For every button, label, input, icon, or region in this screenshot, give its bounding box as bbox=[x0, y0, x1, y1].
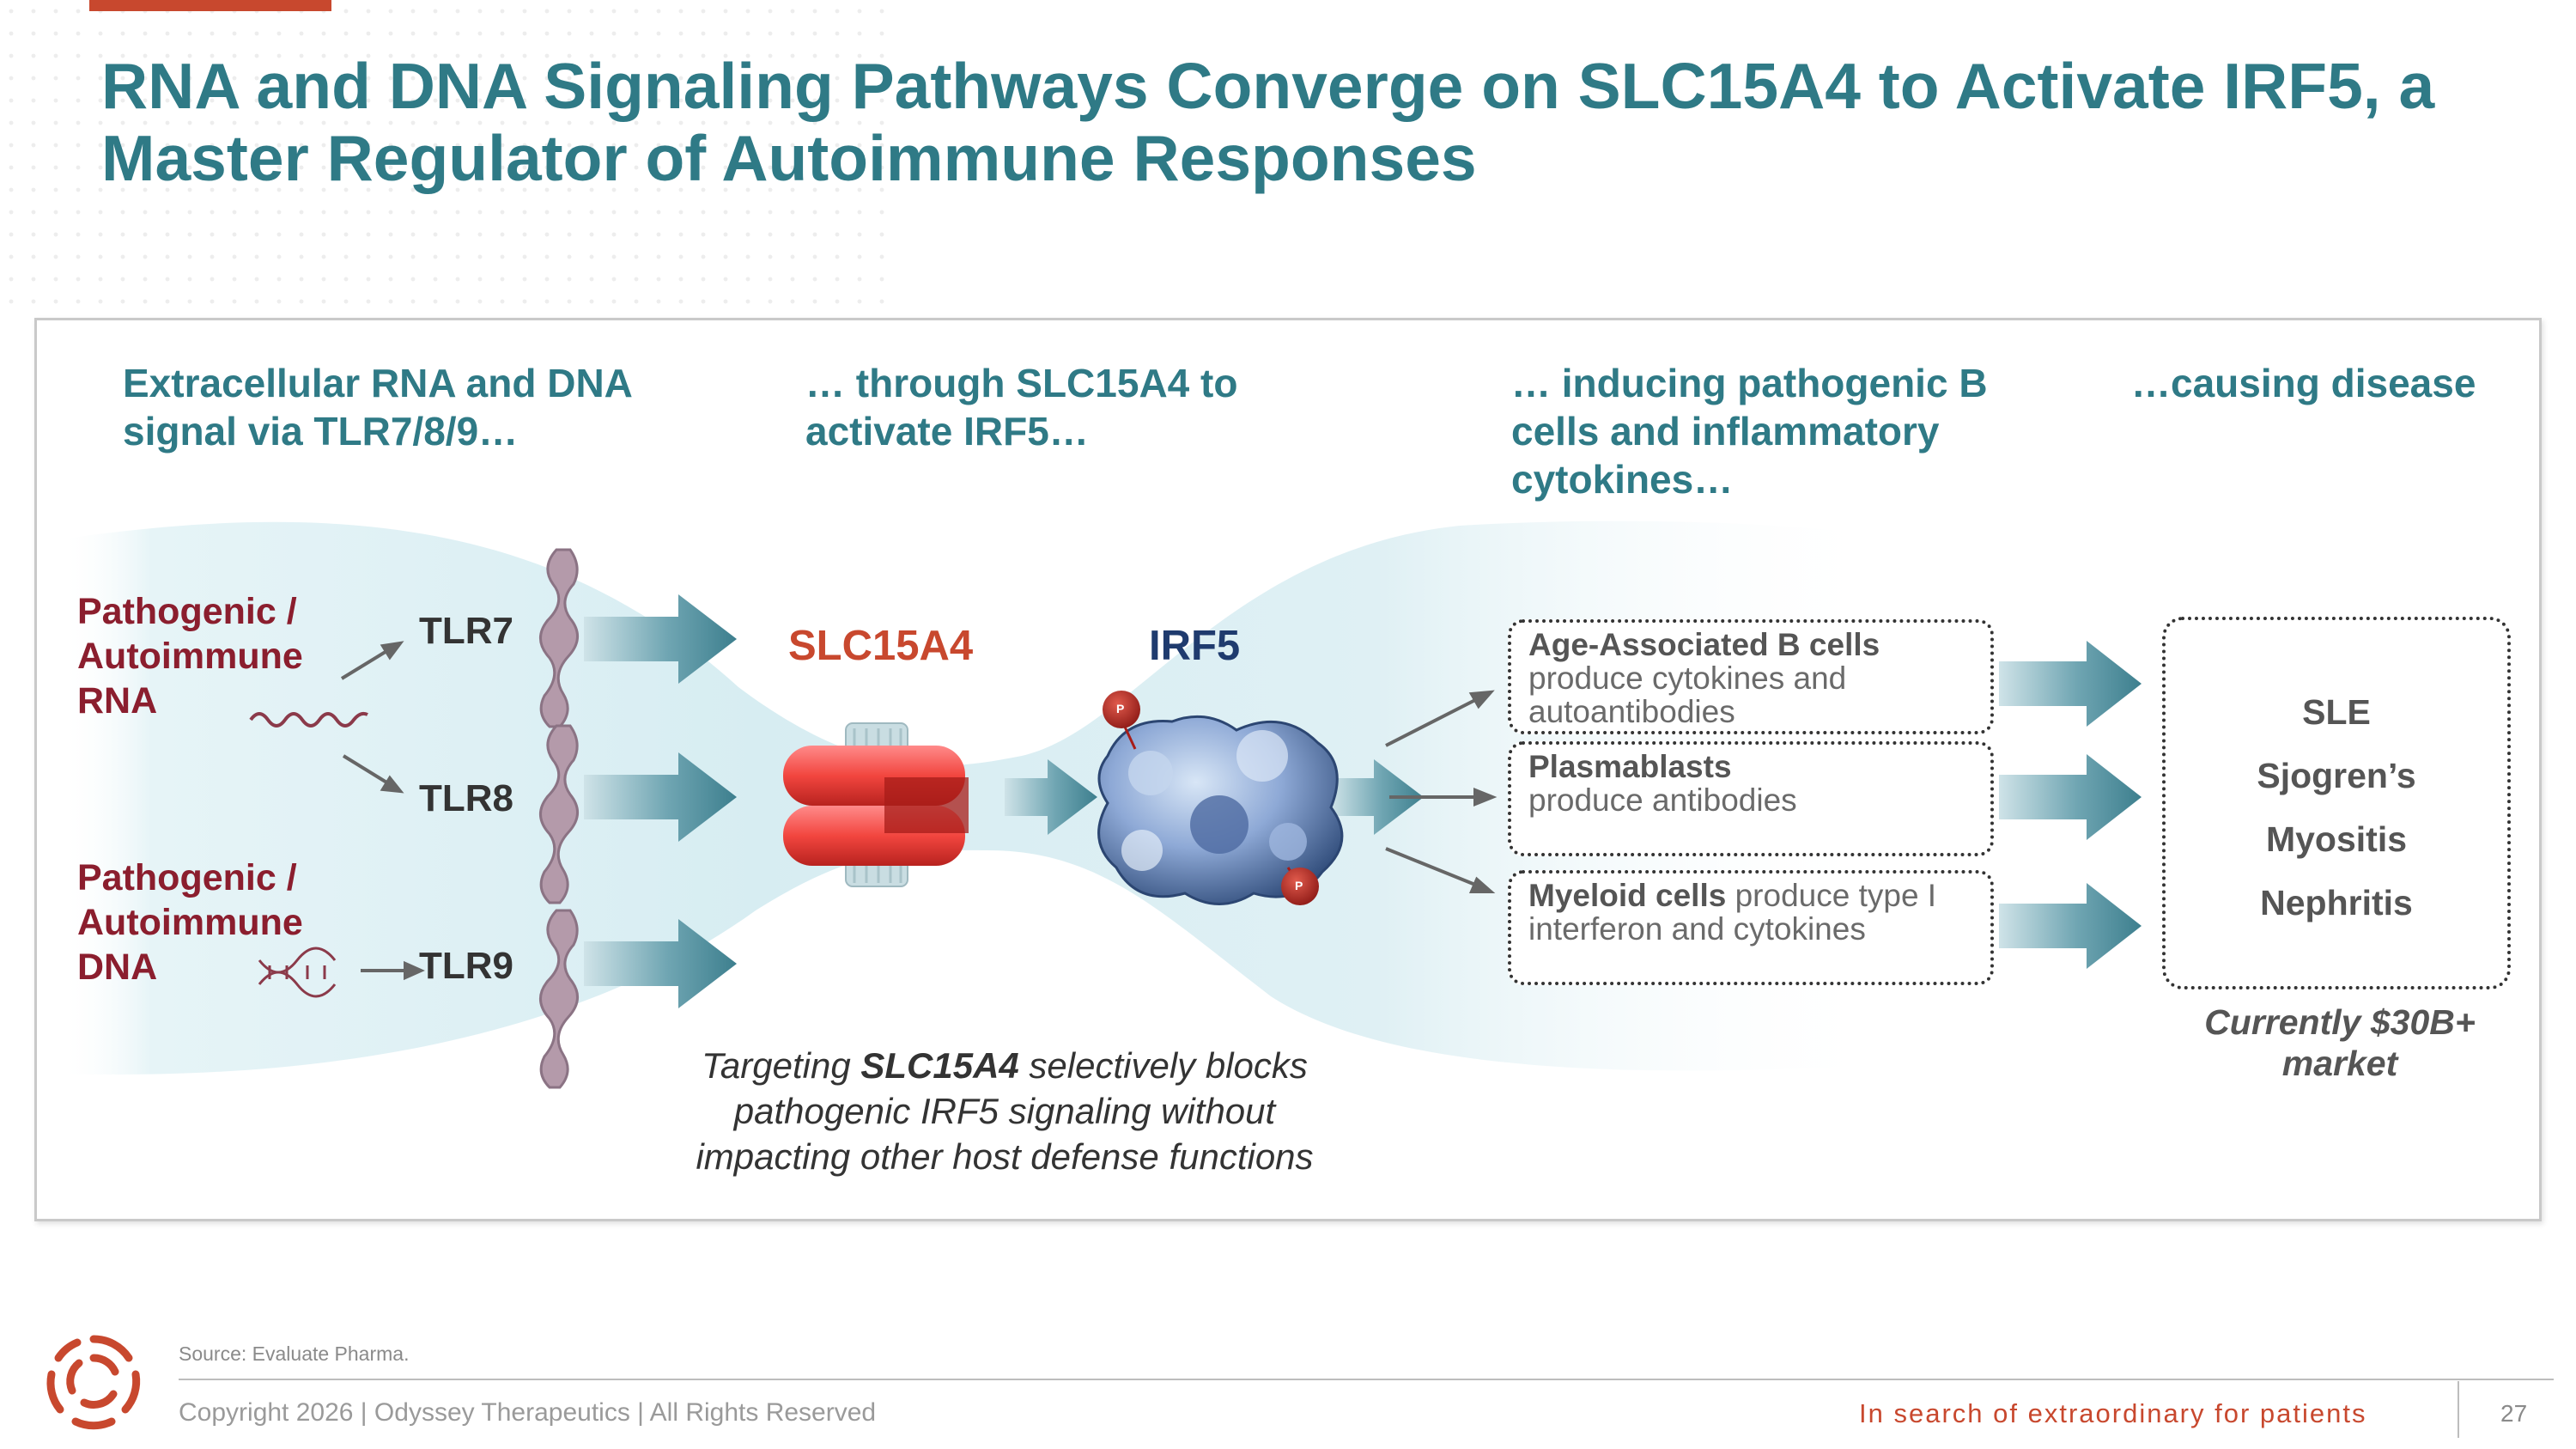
copyright-text: Copyright 2026 | Odyssey Therapeutics | … bbox=[179, 1398, 877, 1427]
market-size: Currently $30B+ market bbox=[2204, 1002, 2476, 1083]
phospho-label: P bbox=[1295, 879, 1303, 892]
cell-box-myeloid: Myeloid cells produce type I interferon … bbox=[1508, 870, 1994, 985]
cell-box-abc: Age-Associated B cells produce cytokines… bbox=[1508, 619, 1994, 734]
cell-box-text: produce antibodies bbox=[1528, 782, 1797, 818]
tlr9-label: TLR9 bbox=[419, 945, 513, 987]
irf5-label: IRF5 bbox=[1149, 623, 1241, 669]
flow-arrows bbox=[584, 594, 2142, 1008]
disease-item: Nephritis bbox=[2260, 883, 2413, 922]
slc15a4-transporter bbox=[783, 722, 969, 887]
source-note: Source: Evaluate Pharma. bbox=[179, 1342, 410, 1365]
top-accent-bar bbox=[89, 0, 331, 11]
phospho-label: P bbox=[1116, 702, 1125, 715]
caption-text: Targeting bbox=[702, 1045, 861, 1086]
tlr8-protein bbox=[539, 724, 579, 904]
phospho-icon bbox=[1103, 691, 1140, 728]
disease-item: Myositis bbox=[2265, 819, 2408, 859]
tagline: In search of extraordinary for patients bbox=[1859, 1398, 2367, 1428]
page-title: RNA and DNA Signaling Pathways Converge … bbox=[101, 50, 2435, 194]
small-arrows bbox=[340, 641, 1498, 981]
rna-input-label: Pathogenic / Autoimmune RNA bbox=[77, 591, 303, 721]
irf5-cells-arrow bbox=[1331, 759, 1424, 835]
tlr9-protein bbox=[539, 909, 579, 1089]
caption-text: selectively blocks pathogenic IRF5 signa… bbox=[696, 1045, 1314, 1177]
slc-irf5-arrow bbox=[1005, 759, 1097, 835]
dna-helix-icon bbox=[258, 947, 337, 998]
tlr7-label: TLR7 bbox=[419, 610, 513, 652]
cell-box-title: Plasmablasts bbox=[1528, 749, 1732, 784]
slc15a4-label: SLC15A4 bbox=[788, 623, 974, 669]
dna-input-label: Pathogenic / Autoimmune DNA bbox=[77, 857, 303, 988]
irf5-box3-arrow bbox=[1385, 847, 1476, 886]
cell-box-title: Myeloid cells bbox=[1528, 878, 1727, 913]
heading-col1: Extracellular RNA and DNA signal via TLR… bbox=[123, 361, 632, 454]
page-number: 27 bbox=[2500, 1400, 2528, 1427]
heading-col2: … through SLC15A4 to activate IRF5… bbox=[805, 361, 1238, 454]
box3-arrow bbox=[1999, 883, 2142, 969]
targeting-caption: Targeting SLC15A4 selectively blocks pat… bbox=[653, 1043, 1357, 1179]
rna-tlr8-arrow bbox=[342, 754, 390, 785]
disease-box: SLE Sjogren’s Myositis Nephritis bbox=[2162, 617, 2511, 989]
cell-box-text: produce cytokines and autoantibodies bbox=[1528, 661, 1847, 729]
heading-col3: … inducing pathogenic B cells and inflam… bbox=[1511, 361, 1988, 502]
company-logo bbox=[46, 1335, 141, 1430]
rna-strand-icon bbox=[249, 711, 368, 728]
footer-vertical-divider bbox=[2458, 1381, 2459, 1438]
footer-divider bbox=[179, 1379, 2554, 1380]
box1-arrow bbox=[1999, 641, 2142, 727]
heading-col4: …causing disease bbox=[2131, 361, 2476, 405]
phospho-icon bbox=[1281, 868, 1319, 905]
tlr7-arrow bbox=[584, 594, 737, 684]
tlr-proteins bbox=[539, 548, 579, 1089]
disease-item: Sjogren’s bbox=[2257, 756, 2416, 795]
flow-funnel bbox=[60, 521, 1889, 1075]
tlr8-arrow bbox=[584, 752, 737, 842]
rna-tlr7-arrow bbox=[340, 648, 390, 680]
tlr9-arrow bbox=[584, 919, 737, 1008]
box2-arrow bbox=[1999, 754, 2142, 840]
irf5-box1-arrow bbox=[1385, 698, 1476, 747]
irf5-protein bbox=[1097, 691, 1344, 905]
tlr8-label: TLR8 bbox=[419, 777, 513, 819]
cell-box-title: Age-Associated B cells bbox=[1528, 627, 1880, 662]
caption-highlight: SLC15A4 bbox=[860, 1045, 1019, 1086]
disease-item: SLE bbox=[2302, 692, 2371, 732]
dot-pattern bbox=[0, 0, 884, 309]
cell-box-plasmablasts: Plasmablasts produce antibodies bbox=[1508, 741, 1994, 856]
cell-box-text: produce type I interferon and cytokines bbox=[1528, 878, 1937, 947]
